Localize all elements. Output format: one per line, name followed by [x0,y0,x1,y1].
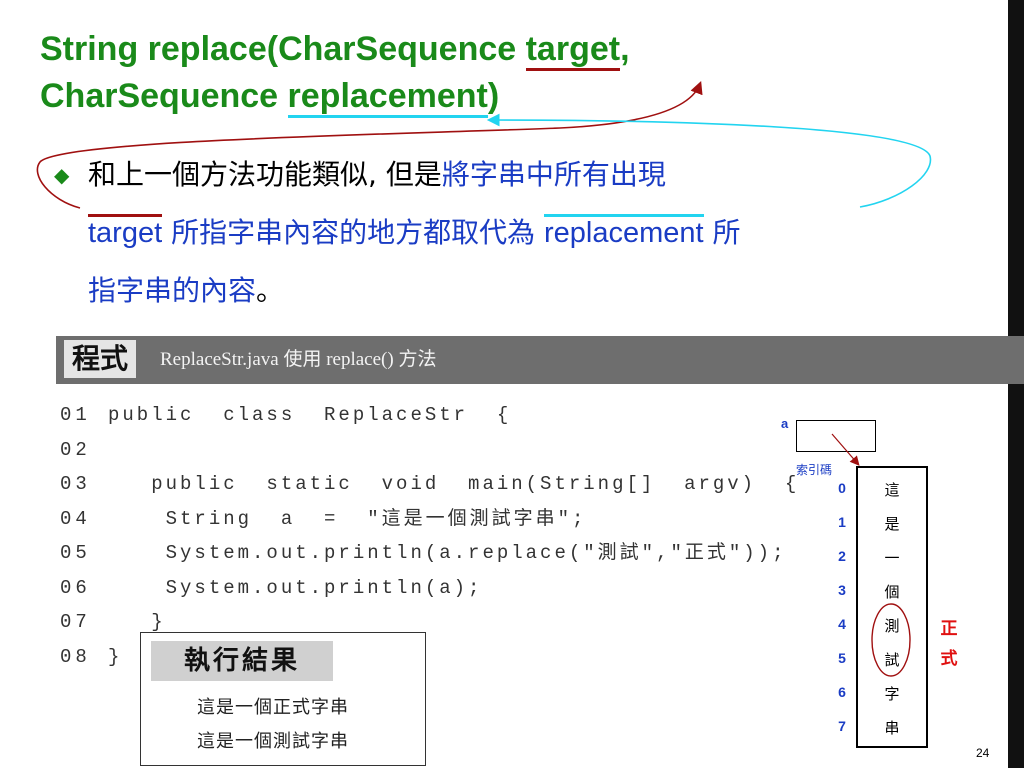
title-part2: CharSequence [40,77,288,115]
title-replacement: replacement [287,77,488,118]
bullet-blue3b: 指字串的內容 [88,274,257,307]
string-char: 試 [884,651,900,669]
code-line-number: 08 [60,645,91,668]
code-line-text: public static void main(String[] argv) { [108,473,800,495]
string-char: 是 [884,515,900,533]
variable-label: a [781,416,789,431]
string-char: 個 [884,583,900,601]
program-tag: 程式 [64,340,137,378]
code-line-text: System.out.println(a); [108,576,483,599]
string-index: 5 [838,650,846,666]
variable-box [796,420,876,452]
highlight-ellipse [871,603,911,677]
page-number: 24 [976,746,990,760]
slide-title: String replace(CharSequence target, Char… [40,26,980,120]
string-index: 7 [838,718,846,734]
program-description: ReplaceStr.java 使用 replace() 方法 [160,349,437,370]
code-line-number: 05 [60,542,91,564]
string-char: 字 [884,685,900,703]
code-line-text: } [108,611,166,633]
title-target: target [525,30,621,71]
bullet-kw-replacement: replacement [543,214,704,249]
bullet-blue1: 將字串中所有出現 [441,158,666,191]
result-title: 執行結果 [151,641,333,681]
bullet-diamond-icon: ◆ [54,163,70,187]
string-index: 2 [838,548,846,564]
code-line-number: 03 [60,473,91,495]
string-char: 串 [884,719,900,737]
program-header: 程式 ReplaceStr.java 使用 replace() 方法 [56,336,1024,384]
code-line-number: 04 [60,507,91,530]
bullet-blue2: 所指字串內容的地方都取代為 [162,216,544,249]
replacement-char-2: 式 [940,649,958,669]
code-line-number: 02 [60,438,91,461]
code-line-number: 01 [60,404,91,426]
result-line-1: 這是一個正式字串 [197,697,349,718]
code-line-text: } [108,645,123,668]
bullet-text: 和上一個方法功能類似, 但是將字串中所有出現 target 所指字串內容的地方都… [88,146,1008,320]
bullet-kw-target: target [88,214,163,249]
string-index: 0 [838,480,846,496]
string-index: 1 [838,514,846,530]
code-line-text: String a = "這是一個測試字串"; [108,507,587,530]
title-close: ) [487,77,500,115]
bullet-text1: 和上一個方法功能類似, 但是 [88,158,442,191]
string-index: 6 [838,684,846,700]
string-index: 3 [838,582,846,598]
cyan-arrow [486,113,932,208]
result-line-2: 這是一個測試字串 [197,731,349,752]
red-arrow [36,81,703,209]
string-char: 這 [884,481,900,499]
bullet-blue3a: 所 [703,216,741,249]
bullet-end: 。 [256,274,285,307]
string-char: 一 [884,549,900,567]
code-line-number: 06 [60,576,91,599]
string-box [856,466,928,748]
pointer-line [831,433,860,466]
code-line-text: System.out.println(a.replace("測試","正式"))… [108,542,787,564]
replacement-char-1: 正 [940,619,958,639]
result-box: 執行結果 這是一個正式字串 這是一個測試字串 [140,632,426,766]
index-label: 索引碼 [796,463,833,477]
title-part1: String replace(CharSequence [40,30,526,68]
slide-edge-bar [1008,0,1024,768]
code-line-text: public class ReplaceStr { [108,404,512,426]
title-comma: , [620,30,630,68]
string-index: 4 [838,616,846,632]
code-line-number: 07 [60,611,91,633]
string-char: 測 [884,617,900,635]
